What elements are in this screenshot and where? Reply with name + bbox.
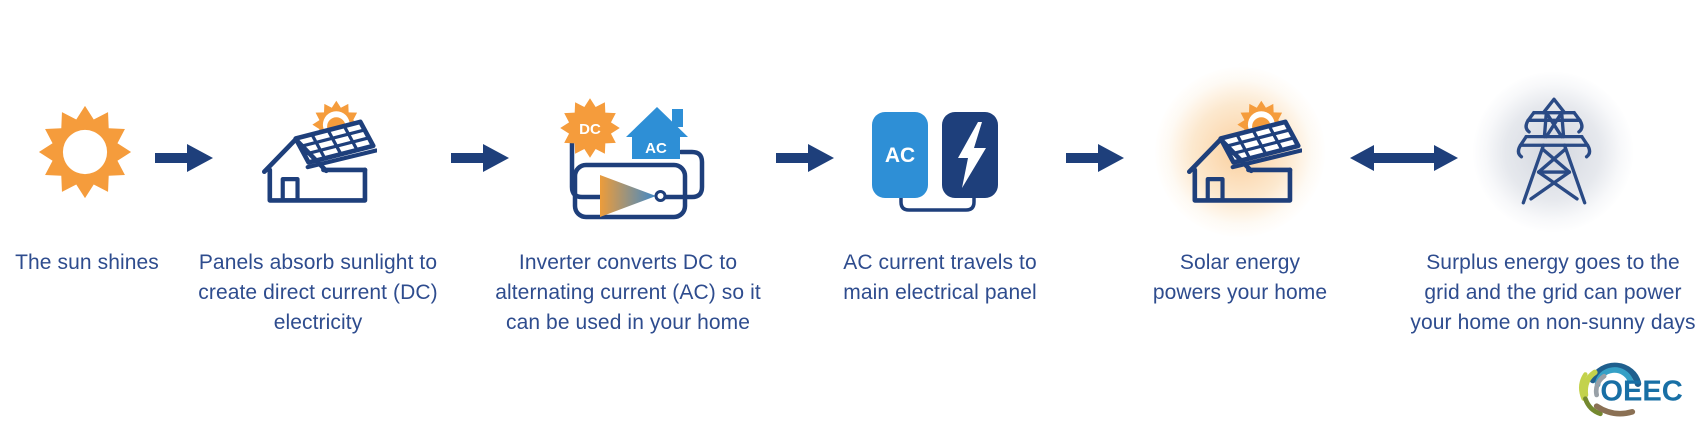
caption-line: electricity: [273, 311, 363, 334]
double-arrow-icon: [1350, 145, 1458, 171]
caption-grid: Surplus energy goes to the grid and the …: [1400, 248, 1700, 338]
caption-line: can be used in your home: [505, 311, 751, 334]
inverter-icon: DC AC: [560, 98, 705, 220]
caption-panels-absorb: Panels absorb sunlight to create direct …: [190, 248, 446, 338]
caption-line: powers your home: [1152, 281, 1328, 304]
ac-panel: [872, 112, 928, 198]
flow-arrow-icon: [451, 144, 509, 172]
caption-line: Inverter converts DC to: [518, 251, 738, 274]
inverter-dc-label: DC: [579, 121, 601, 138]
transmission-tower-icon: [1516, 97, 1592, 205]
caption-line: your home on non-sunny days: [1410, 311, 1696, 334]
flow-arrow-icon: [776, 144, 834, 172]
caption-line: Panels absorb sunlight to: [198, 251, 438, 274]
sun-icon: [38, 105, 132, 199]
oeec-logo-text: OEEC: [1600, 376, 1682, 408]
caption-inverter: Inverter converts DC to alternating curr…: [488, 248, 768, 338]
caption-line: The sun shines: [15, 251, 159, 274]
lightning-bolt-icon: [958, 122, 986, 188]
caption-line: create direct current (DC): [198, 281, 438, 304]
caption-powers-home: Solar energy powers your home: [1125, 248, 1355, 308]
oeec-logo: OEEC: [1579, 362, 1683, 417]
flow-arrow-icon: [1066, 144, 1124, 172]
caption-line: grid and the grid can power: [1424, 281, 1682, 304]
caption-main-panel: AC current travels to main electrical pa…: [815, 248, 1065, 308]
solar-house-icon: [255, 96, 377, 205]
flow-arrow-icon: [155, 144, 213, 172]
caption-line: Solar energy: [1179, 251, 1301, 274]
caption-line: alternating current (AC) so it: [495, 281, 761, 304]
inverter-ac-house: [626, 107, 688, 159]
inverter-ac-label: AC: [645, 140, 667, 157]
caption-sun-shines: The sun shines: [5, 248, 169, 278]
caption-line: Surplus energy goes to the: [1426, 251, 1680, 274]
caption-line: AC current travels to: [843, 251, 1037, 274]
caption-line: main electrical panel: [843, 281, 1037, 304]
ac-panel-label: AC: [885, 144, 915, 167]
electrical-panel-icon: AC: [872, 112, 998, 212]
solar-house-glowing-icon: [1180, 96, 1302, 205]
